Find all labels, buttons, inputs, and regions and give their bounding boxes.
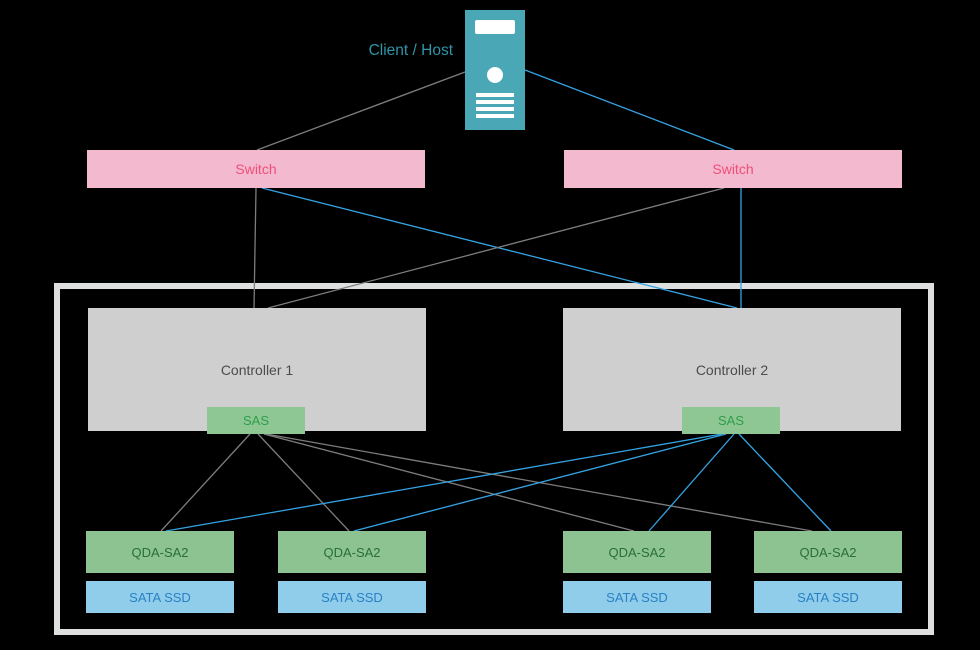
sata-ssd-2: SATA SSD: [278, 581, 426, 613]
server-vent-line: [476, 100, 514, 104]
qda-adapter-1-label: QDA-SA2: [131, 544, 189, 560]
connection-sas-2-to-qda-3: [648, 433, 735, 532]
sata-ssd-4-label: SATA SSD: [797, 589, 859, 605]
qda-adapter-3: QDA-SA2: [563, 531, 711, 573]
sata-ssd-1: SATA SSD: [86, 581, 234, 613]
server-tower-icon: [465, 10, 525, 130]
sas-port-1: SAS: [207, 407, 305, 434]
server-vent-line: [476, 93, 514, 97]
switch-2: Switch: [564, 150, 902, 188]
sata-ssd-1-label: SATA SSD: [129, 589, 191, 605]
connection-sas-2-to-qda-2: [353, 433, 727, 532]
connection-switch-2-to-controller-1: [267, 187, 725, 309]
connection-switch-1-to-controller-2: [261, 187, 738, 309]
sata-ssd-3-label: SATA SSD: [606, 589, 668, 605]
server-vent-line: [476, 114, 514, 118]
storage-enclosure: [54, 283, 934, 635]
sas-port-1-label: SAS: [242, 413, 269, 428]
sas-port-2-label: SAS: [717, 413, 744, 428]
switch-2-label: Switch: [712, 161, 754, 177]
connection-sas-1-to-qda-3: [263, 433, 635, 532]
server-vent-line: [476, 107, 514, 111]
server-drive-slot: [475, 20, 515, 34]
switch-1: Switch: [87, 150, 425, 188]
sata-ssd-2-label: SATA SSD: [321, 589, 383, 605]
qda-adapter-2-label: QDA-SA2: [323, 544, 381, 560]
server-power-button: [487, 67, 503, 83]
sas-port-2: SAS: [682, 407, 780, 434]
qda-adapter-4: QDA-SA2: [754, 531, 902, 573]
sata-ssd-4: SATA SSD: [754, 581, 902, 613]
connection-client-to-switch-1: [256, 71, 466, 151]
qda-adapter-2: QDA-SA2: [278, 531, 426, 573]
connection-sas-1-to-qda-2: [257, 433, 350, 532]
qda-adapter-4-label: QDA-SA2: [799, 544, 857, 560]
controller-2-label: Controller 2: [695, 361, 769, 378]
connection-client-to-switch-2: [524, 69, 735, 151]
switch-1-label: Switch: [235, 161, 277, 177]
client-host-label: Client / Host: [368, 42, 453, 59]
qda-adapter-3-label: QDA-SA2: [608, 544, 666, 560]
qda-adapter-1: QDA-SA2: [86, 531, 234, 573]
connection-sas-1-to-qda-1: [160, 433, 251, 532]
connection-switch-1-to-controller-1: [253, 187, 257, 309]
controller-1-label: Controller 1: [220, 361, 294, 378]
sata-ssd-3: SATA SSD: [563, 581, 711, 613]
connection-sas-2-to-qda-4: [738, 433, 832, 532]
connection-sas-2-to-qda-1: [165, 433, 723, 532]
